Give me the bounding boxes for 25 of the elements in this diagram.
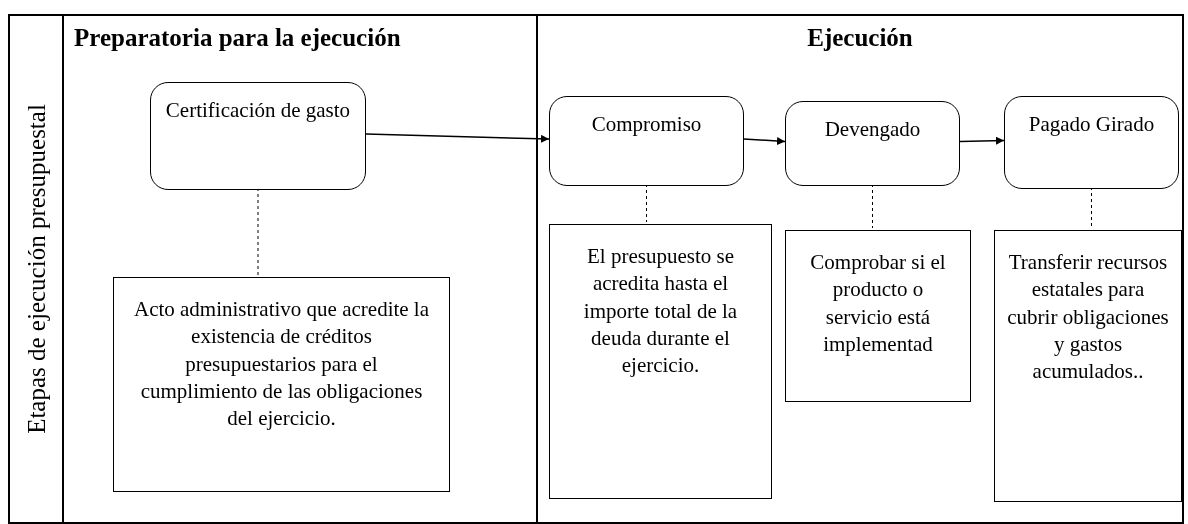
arrow	[365, 133, 550, 143]
description-box	[549, 224, 772, 499]
phase-column	[64, 14, 538, 524]
description-box	[994, 230, 1182, 502]
description-text: El presupuesto se acredita hasta el importe total de la deuda durante el ejercicio.	[582, 243, 739, 380]
column-heading: Preparatoria para la ejecución	[74, 23, 401, 53]
stage-label: Devengado	[824, 116, 921, 143]
stage-box	[549, 96, 744, 186]
stage-box	[785, 101, 960, 186]
arrow	[959, 136, 1005, 145]
description-box	[113, 277, 450, 492]
arrow	[743, 137, 786, 145]
stage-box	[150, 82, 366, 190]
phase-column	[538, 14, 1184, 524]
stage-label: Compromiso	[591, 111, 702, 138]
lane-header-cell	[8, 14, 64, 524]
description-text: Comprobar si el producto o servicio está implementad	[809, 249, 947, 358]
description-text: Acto administrativo que acredite la existencia de créditos presupuestarios para el cumplimiento de las obligaciones del ejercicio.	[132, 296, 431, 433]
lane-label: Etapas de ejecución presupuestal	[23, 104, 49, 434]
stage-box	[1004, 96, 1179, 189]
stage-label: Pagado Girado	[1028, 111, 1155, 138]
description-box	[785, 230, 971, 402]
description-text: Transferir recursos estatales para cubrir obligaciones y gastos acumulados..	[1007, 249, 1169, 386]
stage-label: Certificación de gasto	[165, 97, 351, 124]
column-heading: Ejecución	[807, 23, 913, 53]
